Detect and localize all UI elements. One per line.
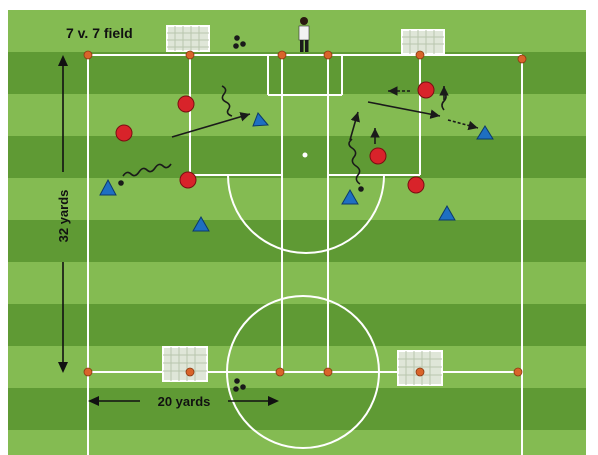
red-player [418,82,434,98]
cone [416,51,424,59]
ball [233,43,239,49]
diagram-title: 7 v. 7 field [66,25,133,41]
red-player [116,125,132,141]
ball [234,378,240,384]
ball [240,41,246,47]
ball [233,386,239,392]
length-label: 32 yards [56,190,71,243]
cone [324,51,332,59]
ball [240,384,246,390]
red-player [408,177,424,193]
goal-top-left [167,26,209,51]
cone [84,368,92,376]
red-player [370,148,386,164]
goal-bottom-left [163,347,207,381]
cone [324,368,332,376]
cone [186,51,194,59]
cone [276,368,284,376]
cone [84,51,92,59]
penalty-spot [303,153,308,158]
cone [186,368,194,376]
goal-top-right [402,30,444,54]
width-label: 20 yards [158,394,211,409]
ball [234,35,240,41]
red-player [178,96,194,112]
cone [514,368,522,376]
ball [358,186,364,192]
red-player [180,172,196,188]
cone [278,51,286,59]
ball [118,180,124,186]
cone [518,55,526,63]
grass-stripes [8,10,586,455]
cone [416,368,424,376]
